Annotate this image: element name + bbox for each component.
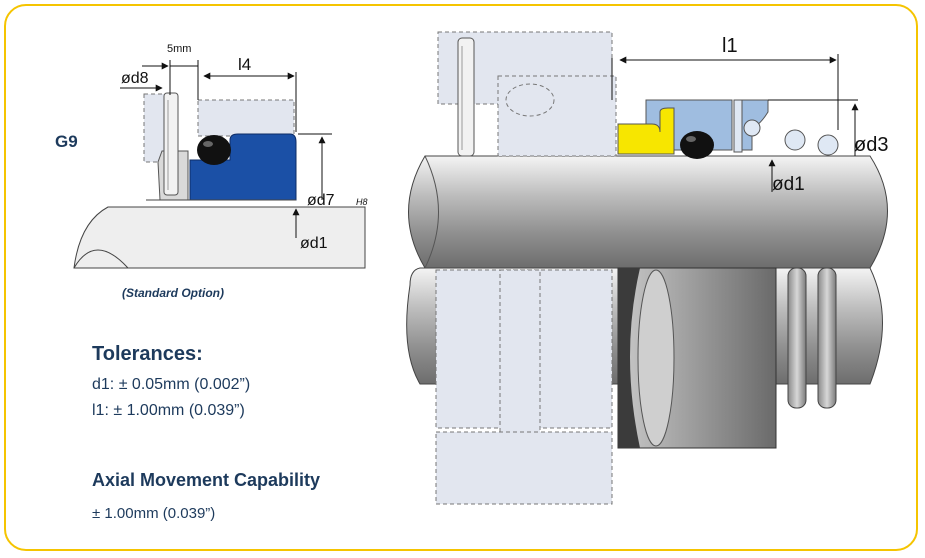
right-coil-2 (817, 267, 837, 409)
right-seal-diagram: l1 ød3 ød1 (406, 31, 888, 505)
right-dim-d1: ød1 (772, 174, 805, 195)
axial-movement-title: Axial Movement Capability (92, 470, 321, 490)
left-ghost-housing (197, 99, 295, 137)
tolerances-title: Tolerances: (92, 343, 203, 365)
right-dim-d3: ød3 (854, 134, 888, 156)
right-yellow-face (617, 107, 675, 155)
left-shaft-end (73, 249, 129, 269)
tolerance-l1: l1: ± 1.00mm (0.039”) (92, 402, 245, 419)
right-coil-top-3 (817, 134, 839, 156)
left-shaft (73, 206, 366, 269)
standard-option-caption: (Standard Option) (122, 286, 224, 300)
left-dim-d7-tol: H8 (356, 197, 368, 207)
right-shaft (408, 155, 888, 269)
right-coil-top-1 (743, 119, 761, 137)
right-ghost-bottom (435, 431, 613, 505)
left-o-ring (197, 135, 231, 165)
tolerance-d1: d1: ± 0.05mm (0.002”) (92, 376, 251, 393)
left-blue-seal (189, 133, 297, 201)
right-sleeve-shadow (618, 268, 640, 448)
right-o-ring (680, 131, 714, 159)
right-coil-1 (787, 267, 807, 409)
left-pin (163, 92, 179, 196)
left-dim-l4: l4 (238, 55, 251, 74)
right-coil-top-2 (784, 129, 806, 151)
axial-movement-value: ± 1.00mm (0.039”) (92, 505, 216, 522)
left-seal-diagram: 5mm l4 ød8 ød7 H8 ød1 (73, 43, 368, 269)
right-dim-l1: l1 (722, 35, 738, 57)
left-dim-5mm: 5mm (167, 43, 191, 55)
left-dim-d1: ød1 (300, 235, 328, 252)
seal-code-label: G9 (55, 132, 78, 151)
left-dim-d8: ød8 (121, 70, 149, 87)
left-dim-d7: ød7 (307, 192, 335, 209)
right-pin (457, 37, 475, 157)
frame-border (4, 4, 918, 551)
